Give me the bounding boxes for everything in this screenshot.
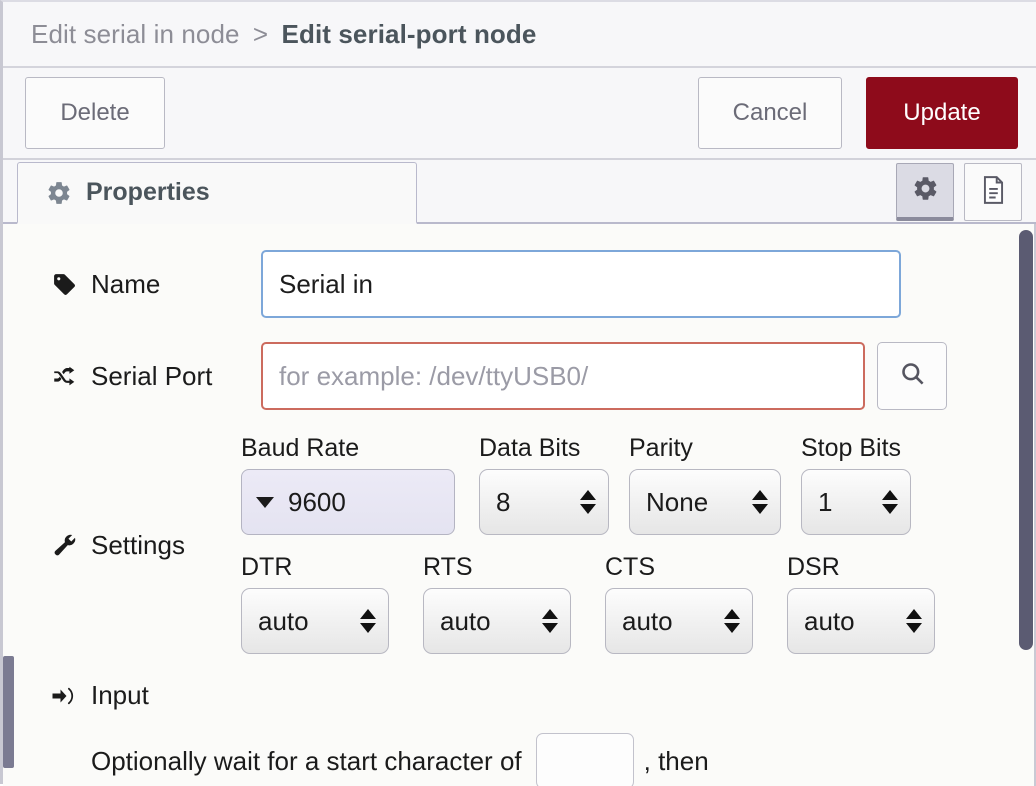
tab-properties-label: Properties	[86, 178, 210, 206]
rts-value: auto	[440, 605, 491, 636]
spinner-arrows-icon	[580, 490, 596, 514]
update-button[interactable]: Update	[866, 77, 1018, 149]
breadcrumb-current: Edit serial-port node	[281, 18, 537, 49]
tab-strip: Properties	[3, 160, 1036, 224]
field-dsr: DSR auto	[787, 553, 935, 654]
tab-properties[interactable]: Properties	[17, 162, 417, 224]
rts-caption: RTS	[423, 553, 473, 581]
dialog-header: Edit serial in node > Edit serial-port n…	[3, 2, 1036, 68]
start-character-input[interactable]	[535, 733, 634, 786]
field-dtr: DTR auto	[241, 553, 389, 654]
serial-port-label: Serial Port	[49, 361, 261, 392]
dtr-select[interactable]: auto	[241, 588, 389, 654]
dtr-value: auto	[258, 605, 309, 636]
rts-select[interactable]: auto	[423, 588, 571, 654]
dsr-caption: DSR	[787, 553, 840, 581]
form-row-name: Name	[3, 250, 1036, 318]
dsr-select[interactable]: auto	[787, 588, 935, 654]
start-character-text-after: , then	[643, 745, 709, 776]
start-character-text-before: Optionally wait for a start character of	[91, 745, 522, 776]
vertical-scrollbar-track[interactable]	[1018, 224, 1034, 786]
dialog-button-bar: Delete Cancel Update	[3, 68, 1036, 160]
chevron-down-icon	[256, 496, 274, 508]
tag-icon	[49, 272, 79, 297]
start-character-line: Optionally wait for a start character of…	[49, 733, 1036, 786]
data-bits-select[interactable]: 8	[479, 469, 609, 535]
properties-toggle-button[interactable]	[896, 163, 954, 221]
settings-label-text: Settings	[91, 529, 185, 560]
field-data-bits: Data Bits 8	[479, 434, 609, 535]
stop-bits-value: 1	[818, 486, 833, 517]
search-icon	[899, 360, 926, 392]
field-baud-rate: Baud Rate 9600	[241, 434, 455, 535]
breadcrumb-previous[interactable]: Edit serial in node	[31, 18, 240, 49]
parity-value: None	[646, 486, 709, 517]
form-row-settings: Settings Baud Rate 9600 Data Bits	[3, 434, 1036, 654]
breadcrumb: Edit serial in node > Edit serial-port n…	[31, 19, 536, 50]
input-section-label: Input	[91, 680, 149, 710]
stop-bits-select[interactable]: 1	[801, 469, 911, 535]
spinner-arrows-icon	[752, 490, 768, 514]
document-icon	[980, 175, 1007, 210]
outer-scrollbar-thumb[interactable]	[3, 656, 14, 768]
vertical-scrollbar-thumb[interactable]	[1019, 230, 1033, 650]
serial-port-search-button[interactable]	[877, 342, 947, 410]
field-cts: CTS auto	[605, 553, 753, 654]
spinner-arrows-icon	[906, 609, 922, 633]
serial-port-label-text: Serial Port	[91, 360, 213, 391]
field-stop-bits: Stop Bits 1	[801, 434, 911, 535]
wrench-icon	[49, 533, 79, 558]
spinner-arrows-icon	[360, 609, 376, 633]
breadcrumb-separator: >	[252, 18, 269, 49]
dtr-caption: DTR	[241, 553, 293, 581]
name-label-text: Name	[91, 268, 161, 299]
field-rts: RTS auto	[423, 553, 571, 654]
spinner-arrows-icon	[882, 490, 898, 514]
cts-select[interactable]: auto	[605, 588, 753, 654]
form-row-serial-port: Serial Port	[3, 342, 1036, 410]
primary-actions-group: Cancel Update	[698, 77, 1018, 149]
cts-value: auto	[622, 605, 673, 636]
serial-port-input[interactable]	[261, 342, 865, 410]
sign-in-icon	[49, 684, 79, 708]
parity-select[interactable]: None	[629, 469, 781, 535]
settings-main-row: Baud Rate 9600 Data Bits 8	[241, 434, 935, 535]
field-parity: Parity None	[629, 434, 781, 535]
shuffle-icon	[49, 363, 79, 389]
description-toggle-button[interactable]	[964, 163, 1022, 221]
dsr-value: auto	[804, 605, 855, 636]
name-input[interactable]	[261, 250, 901, 318]
data-bits-caption: Data Bits	[479, 434, 581, 462]
settings-grid: Baud Rate 9600 Data Bits 8	[241, 434, 935, 654]
dialog-body: Name Serial Port	[3, 224, 1036, 786]
settings-label: Settings	[49, 434, 241, 654]
stop-bits-caption: Stop Bits	[801, 434, 902, 462]
gear-icon	[46, 180, 72, 206]
input-section-title: Input	[49, 680, 1036, 711]
cts-caption: CTS	[605, 553, 655, 581]
baud-rate-caption: Baud Rate	[241, 434, 360, 462]
input-section: Input Optionally wait for a start charac…	[3, 680, 1036, 786]
spinner-arrows-icon	[542, 609, 558, 633]
parity-caption: Parity	[629, 434, 693, 462]
data-bits-value: 8	[496, 486, 511, 517]
name-label: Name	[49, 269, 261, 300]
baud-rate-combobox[interactable]: 9600	[241, 469, 455, 535]
gear-icon	[912, 175, 939, 207]
cancel-button[interactable]: Cancel	[698, 77, 842, 149]
delete-button[interactable]: Delete	[25, 77, 165, 149]
baud-rate-value: 9600	[288, 486, 346, 517]
settings-flow-control-row: DTR auto RTS auto	[241, 553, 935, 654]
body-right-edge	[1034, 224, 1036, 786]
spinner-arrows-icon	[724, 609, 740, 633]
tab-toggle-group	[896, 163, 1022, 221]
